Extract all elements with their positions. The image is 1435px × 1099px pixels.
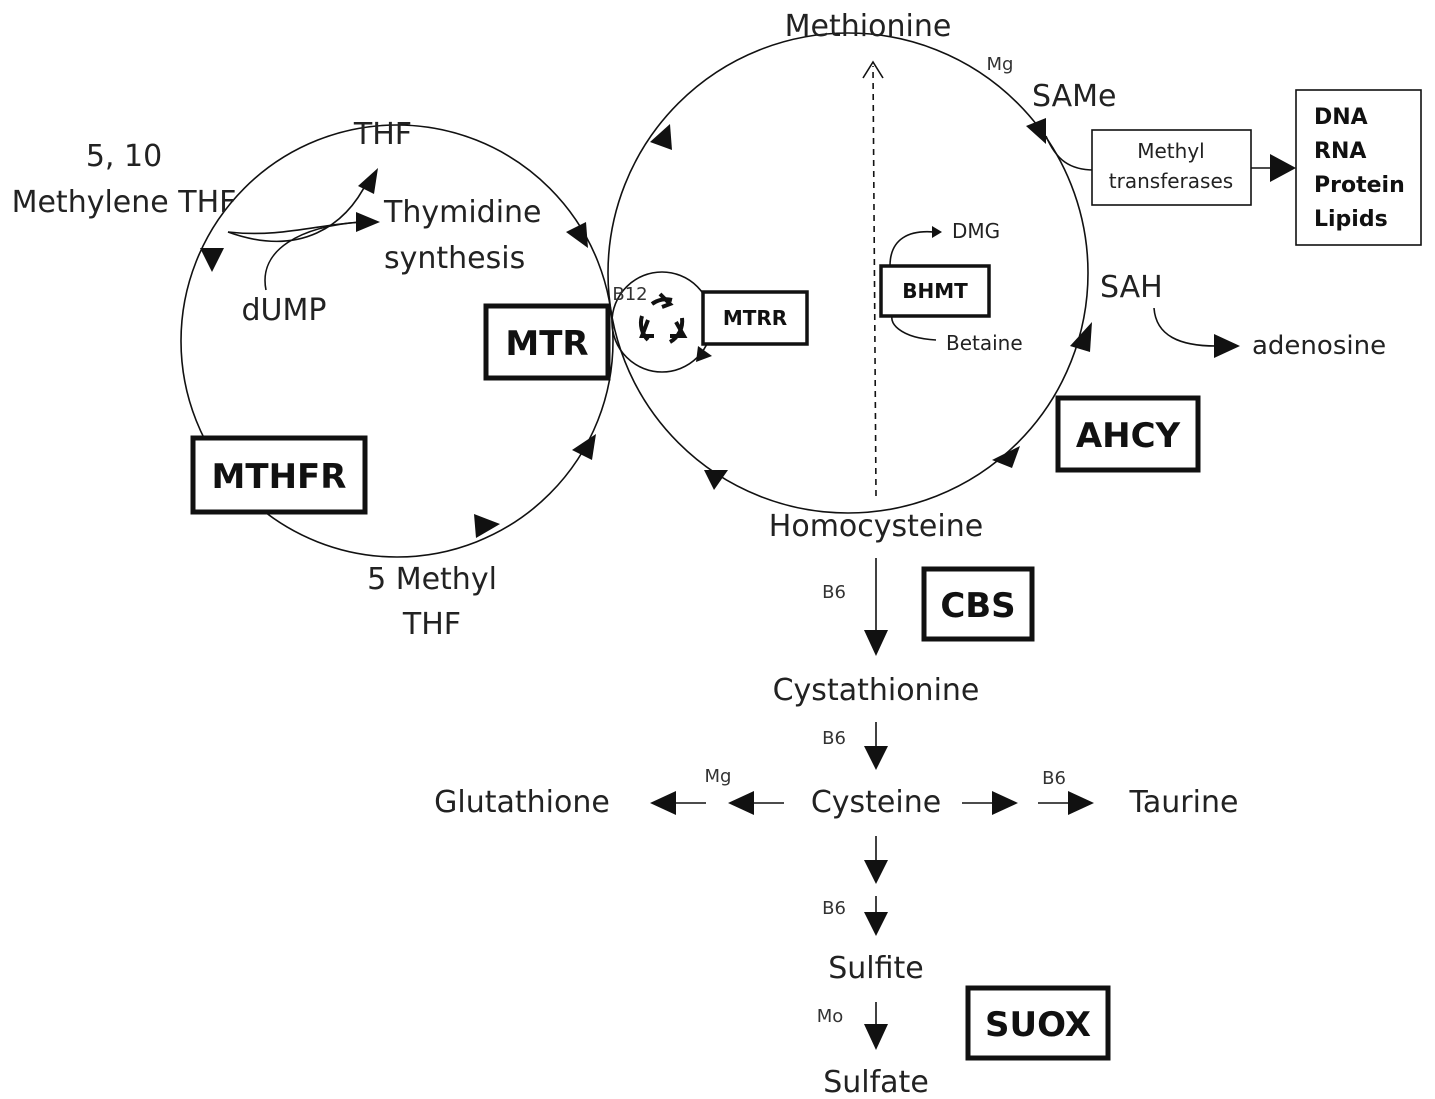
sulfite-label: Sulfite [828,951,924,986]
methylene-to-thf-curve [227,179,369,242]
bhmt-dashed-arrowhead [862,60,884,79]
folate-cycle-circle [180,124,614,558]
cystathionine-arrowhead [864,630,888,656]
methionine-arrowhead-lower-left [704,470,728,490]
same-label: SAMe [1032,79,1116,114]
folate-arrowhead-bottom [474,514,500,538]
methyl-thf-line1: 5 Methyl [367,562,497,597]
b6-cbs-label: B6 [822,582,846,603]
ahcy-label: AHCY [1076,416,1181,456]
target-dna: DNA [1314,105,1368,130]
sah-label: SAH [1100,270,1163,305]
glutathione-arrowhead-2 [650,791,676,815]
folate-arrowhead-right-lower [572,434,596,460]
methyl-transferases-line2: transferases [1109,169,1233,193]
methionine-arrowhead-upper-left [650,124,672,150]
same-to-transferases-curve [1045,135,1095,171]
thymidine-arrowhead [356,212,380,232]
methionine-arrowhead-lower-right [992,446,1020,468]
dmg-arrowhead [932,226,942,238]
ahcy-box [1055,395,1201,473]
b12-label: B12 [612,284,647,305]
mthfr-box [190,435,368,515]
mg-same-label: Mg [987,54,1014,75]
thf-label: THF [353,117,412,152]
cystathionine-label: Cystathionine [773,673,980,708]
methylene-thf-line2: Methylene THF [12,185,237,220]
target-lipids: Lipids [1314,207,1388,232]
folate-arrowhead-right-upper [566,222,588,248]
sulfite-arrowhead-1 [864,860,888,884]
thf-arrowhead [358,168,378,194]
taurine-arrowhead-2 [1068,791,1094,815]
mtrr-label: MTRR [723,306,787,330]
b6-cysteine-label: B6 [822,728,846,749]
suox-label: SUOX [985,1005,1091,1045]
b12-recycle-arcs [638,297,685,344]
dmg-label: DMG [952,219,1000,243]
bhmt-dashed-line [872,65,877,497]
sulfite-arrowhead-2 [864,912,888,936]
cysteine-arrowhead [864,746,888,770]
targets-arrowhead [1270,154,1296,182]
mtrr-arrowhead [696,346,712,362]
methionine-cycle-circle [607,32,1089,514]
mthfr-label: MTHFR [212,457,347,497]
adenosine-arrowhead [1214,334,1240,358]
taurine-label: Taurine [1129,785,1239,820]
methionine-label: Methionine [785,9,952,44]
methyl-transferases-box [1091,129,1252,206]
adenosine-label: adenosine [1252,331,1386,361]
mtr-label: MTR [505,324,588,364]
taurine-arrowhead-1 [992,791,1018,815]
cbs-label: CBS [940,586,1015,626]
sulfate-arrowhead [864,1024,888,1050]
mg-glutathione-label: Mg [705,766,732,787]
bhmt-to-dmg-curve [889,230,935,267]
betaine-label: Betaine [946,331,1023,355]
b6-sulfite-label: B6 [822,898,846,919]
glutathione-label: Glutathione [434,785,610,820]
targets-box [1295,89,1422,246]
dump-curve [264,221,363,291]
methylene-thf-line1: 5, 10 [86,139,162,174]
target-rna: RNA [1314,139,1366,164]
methyl-thf-line2: THF [402,607,461,642]
thymidine-line1: Thymidine [383,195,542,230]
cbs-box [921,566,1035,642]
bhmt-box [879,264,991,318]
thymidine-line2: synthesis [384,241,525,276]
sah-to-adenosine-curve [1153,307,1217,347]
suox-box [965,985,1111,1061]
target-protein: Protein [1314,173,1405,198]
cysteine-label: Cysteine [811,785,941,820]
dump-label: dUMP [242,293,327,328]
mo-label: Mo [817,1006,844,1027]
same-arrowhead [1026,118,1046,144]
b6-taurine-label: B6 [1042,768,1066,789]
sulfate-label: Sulfate [823,1065,929,1099]
bhmt-label: BHMT [902,279,968,303]
methionine-arrowhead-right [1070,322,1092,352]
methyl-transferases-line1: Methyl [1137,139,1204,163]
mtr-box [483,303,611,381]
glutathione-arrowhead-1 [728,791,754,815]
mtrr-box [701,290,809,346]
folate-arrowhead-left [200,248,224,272]
homocysteine-label: Homocysteine [769,509,983,544]
